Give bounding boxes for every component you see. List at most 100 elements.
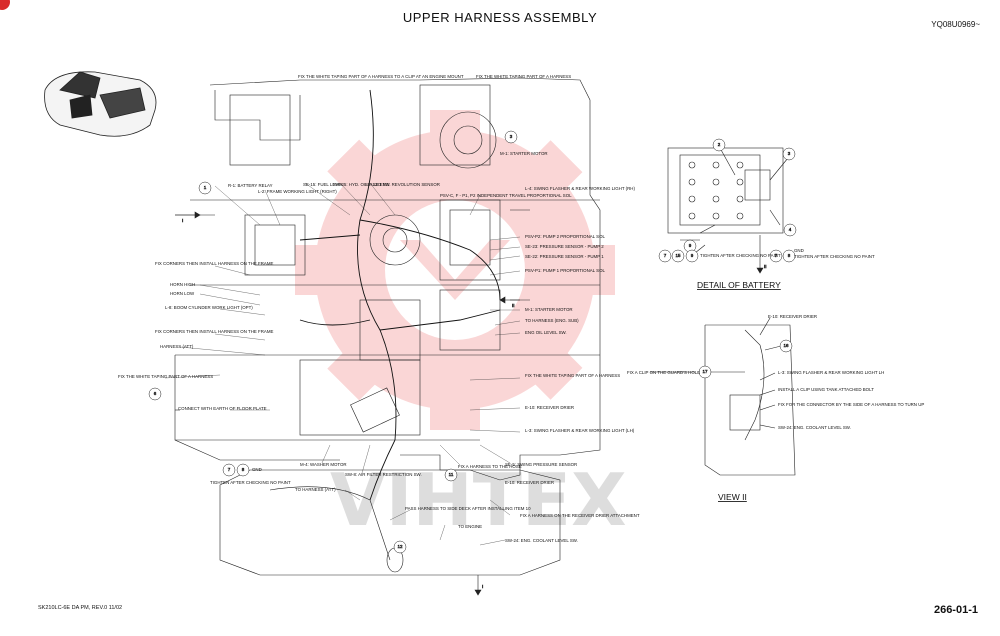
label-fix-clip-guard-hole: FIX A CLIP ON THE GUARD'S HOLE bbox=[627, 370, 700, 375]
machine-thumbnail bbox=[44, 71, 157, 137]
corner-marker bbox=[0, 0, 10, 10]
callout-bubble: 3 bbox=[782, 147, 796, 161]
callout-bubble: 7 bbox=[769, 249, 783, 263]
svg-text:I: I bbox=[482, 584, 483, 589]
svg-text:II: II bbox=[764, 264, 766, 269]
battery-detail-caption: DETAIL OF BATTERY bbox=[697, 280, 781, 290]
callout-bubble: 8 bbox=[782, 249, 796, 263]
label-fix-white-taping-left: FIX THE WHITE TAPING PART OF A HARNESS bbox=[118, 374, 213, 379]
svg-text:7: 7 bbox=[228, 467, 231, 472]
label-travel-prop-sol: PSV-C, F - P1, P2 INDEPENDENT TRAVEL PRO… bbox=[440, 193, 572, 198]
view2-drawing bbox=[650, 317, 796, 476]
label-fix-white-taping-engine-mount: FIX THE WHITE TAPING PART OF A HARNESS T… bbox=[298, 74, 464, 79]
watermark-text: VIHTEX bbox=[330, 458, 627, 542]
label-starter-motor-top: M-1: STARTER MOTOR bbox=[500, 151, 548, 156]
svg-text:3: 3 bbox=[510, 134, 513, 139]
label-fix-corners-frame-1: FIX CORNERS THEN INSTALL HARNESS ON THE … bbox=[155, 261, 273, 266]
label-horn-high: HORN HIGH bbox=[170, 282, 195, 287]
battery-detail-drawing bbox=[667, 147, 789, 255]
callout-bubble: 1 bbox=[198, 181, 212, 195]
svg-text:I: I bbox=[182, 218, 183, 223]
label-tighten-no-paint: TIGHTEN AFTER CHECKING NO PAINT bbox=[210, 480, 291, 485]
label-receiver-drier-low: E-10: RECEIVER DRIER bbox=[505, 480, 554, 485]
callout-bubble: 17 bbox=[698, 365, 712, 379]
callout-bubble: 4 bbox=[783, 223, 797, 237]
svg-text:3: 3 bbox=[788, 151, 791, 156]
label-receiver-drier-view2: E-10: RECEIVER DRIER bbox=[768, 314, 817, 319]
component-labels: FIX THE WHITE TAPING PART OF A HARNESS T… bbox=[118, 74, 924, 543]
svg-text:16: 16 bbox=[783, 343, 789, 348]
label-fix-harness-receiver: FIX A HARNESS ON THE RECEIVER DRIER ATTA… bbox=[520, 513, 640, 518]
label-swing-flasher-lh: L-3: SWING FLASHER & REAR WORKING LIGHT … bbox=[525, 428, 635, 433]
label-fix-harness-hose: FIX A HARNESS TO THE HOSE bbox=[458, 464, 522, 469]
label-air-filter: SW-8: AIR FILTER RESTRICTION SW. bbox=[345, 472, 422, 477]
label-harness-att: HARNESS (ATT) bbox=[160, 344, 194, 349]
label-coolant-level-view2: SW-24: ENG. COOLANT LEVEL SW. bbox=[778, 425, 851, 430]
svg-text:8: 8 bbox=[242, 467, 245, 472]
label-eng-revolution: SE-13: ENG. REVOLUTION SENSOR bbox=[365, 182, 440, 187]
label-psv-p2: PSV-P2: PUMP 2 PROPORTIONAL SOL bbox=[525, 234, 606, 239]
harness-wires bbox=[299, 89, 501, 501]
label-tighten-no-paint-battery: TIGHTEN AFTER CHECKING NO PAINT bbox=[700, 253, 781, 258]
label-gnd: GND bbox=[252, 467, 262, 472]
callout-bubble: 15 bbox=[671, 249, 685, 263]
label-to-harness-eng-sub: TO HARNESS (ENG. SUB) bbox=[525, 318, 579, 323]
document-id: YQ08U0969~ bbox=[931, 20, 980, 29]
svg-text:9: 9 bbox=[691, 253, 694, 258]
page-number: 266-01-1 bbox=[933, 604, 978, 616]
svg-text:4: 4 bbox=[789, 227, 792, 232]
callout-bubble: 9 bbox=[683, 239, 697, 253]
svg-text:2: 2 bbox=[718, 142, 721, 147]
label-receiver-drier-mid: E-10: RECEIVER DRIER bbox=[525, 405, 574, 410]
label-fix-corners-frame-2: FIX CORNERS THEN INSTALL HARNESS ON THE … bbox=[155, 329, 273, 334]
label-fix-white-taping-right: FIX THE WHITE TAPING PART OF A HARNESS bbox=[525, 373, 620, 378]
label-fix-white-taping-top: FIX THE WHITE TAPING PART OF A HARNESS bbox=[476, 74, 571, 79]
svg-text:II: II bbox=[512, 303, 514, 308]
svg-text:17: 17 bbox=[702, 369, 708, 374]
label-gnd-battery: GND bbox=[794, 248, 804, 253]
label-to-harness-att: TO HARNESS (ATT) bbox=[295, 487, 336, 492]
label-pressure-pump2: SE-23: PRESSURE SENSOR - PUMP 2 bbox=[525, 244, 604, 249]
label-boom-cyl-light: L-8: BOOM CYLINDER WORK LIGHT (OPT) bbox=[165, 305, 253, 310]
label-frame-working-light: L-2: FRAME WORKING LIGHT (RIGHT) bbox=[258, 189, 337, 194]
svg-text:15: 15 bbox=[675, 253, 681, 258]
svg-text:11: 11 bbox=[449, 472, 454, 477]
svg-text:12: 12 bbox=[397, 544, 403, 549]
svg-text:1: 1 bbox=[204, 185, 207, 190]
footer-revision: SK210LC-6E DA PM, REV.0 11/02 bbox=[38, 605, 123, 611]
label-eng-oil-level: ENG OIL LEVEL SW. bbox=[525, 330, 567, 335]
label-connect-earth: CONNECT WITH EARTH OF FLOOR PLATE bbox=[178, 406, 267, 411]
leader-lines bbox=[164, 182, 521, 546]
label-battery-relay: R-1: BATTERY RELAY bbox=[228, 183, 273, 188]
label-pass-harness-side-deck: PASS HARNESS TO SIDE DECK AFTER INSTALLI… bbox=[405, 506, 531, 511]
callout-bubble: 3 bbox=[504, 130, 518, 144]
label-swing-flasher-rear-rh: L-4: SWING FLASHER & REAR WORKING LIGHT … bbox=[525, 186, 635, 191]
svg-text:6: 6 bbox=[154, 391, 157, 396]
label-to-engine: TO ENGINE bbox=[458, 524, 482, 529]
callout-bubble: 6 bbox=[148, 387, 162, 401]
callout-bubbles: 1 3 6 7 8 11 12 2 3 4 9 7 15 9 7 8 16 17 bbox=[148, 130, 797, 554]
callout-bubble: 7 bbox=[222, 463, 236, 477]
label-pressure-pump1: SE-22: PRESSURE SENSOR - PUMP 1 bbox=[525, 254, 604, 259]
page-title: UPPER HARNESS ASSEMBLY bbox=[402, 10, 598, 25]
label-hyd-oil-fluid: SW-25: HYD. OIL FLUID SW. bbox=[333, 182, 391, 187]
label-swing-pressure: SE-5: SWING PRESSURE SENSOR bbox=[505, 462, 577, 467]
callout-bubble: 2 bbox=[712, 138, 726, 152]
callout-bubble: 11 bbox=[444, 468, 458, 482]
label-tighten-no-paint-battery-right: TIGHTEN AFTER CHECKING NO PAINT bbox=[794, 254, 875, 259]
view2-caption: VIEW II bbox=[718, 492, 747, 502]
callout-bubble: 16 bbox=[779, 339, 793, 353]
label-coolant-level-low: SW-24: ENG. COOLANT LEVEL SW. bbox=[505, 538, 578, 543]
main-frame-drawing bbox=[174, 77, 601, 576]
label-starter-motor-mid: M-1: STARTER MOTOR bbox=[525, 307, 573, 312]
svg-text:7: 7 bbox=[664, 253, 667, 258]
label-horn-low: HORN LOW bbox=[170, 291, 195, 296]
callout-bubble: 9 bbox=[685, 249, 699, 263]
label-washer-motor: M-4: WASHER MOTOR bbox=[300, 462, 347, 467]
callout-bubble: 7 bbox=[658, 249, 672, 263]
svg-text:8: 8 bbox=[788, 253, 791, 258]
label-fix-connector-side: FIX FOR THE CONNECTOR BY THE SIDE OF A H… bbox=[778, 402, 924, 407]
callout-bubble: 12 bbox=[393, 540, 407, 554]
svg-text:7: 7 bbox=[775, 253, 778, 258]
